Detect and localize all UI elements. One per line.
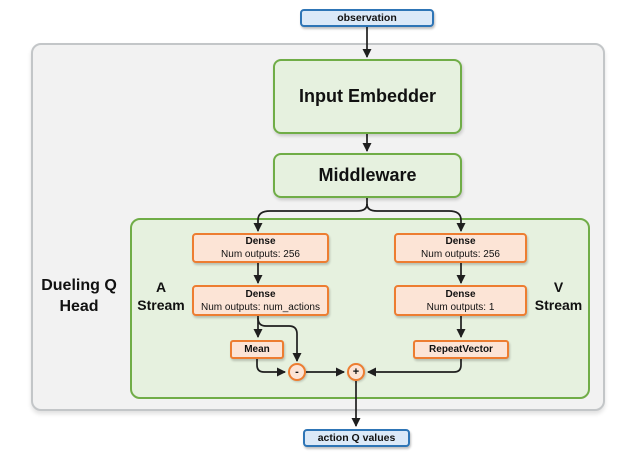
dense-v1-node: Dense Num outputs: 256	[394, 233, 527, 263]
middleware-node: Middleware	[273, 153, 462, 198]
middleware-label: Middleware	[318, 165, 417, 185]
action-q-values-node: action Q values	[303, 429, 410, 447]
dense-a2-node: Dense Num outputs: num_actions	[192, 285, 329, 316]
minus-op-label: -	[295, 365, 299, 378]
dueling-q-head-label-line1: Dueling Q	[41, 277, 117, 294]
input-embedder-label: Input Embedder	[298, 86, 436, 106]
a-stream-label-line1: A	[155, 279, 167, 295]
dense-a2-title: Dense	[245, 288, 276, 300]
mean-node: Mean	[230, 340, 284, 359]
minus-op-node: -	[288, 363, 306, 381]
a-stream-label-line2: Stream	[137, 297, 185, 314]
dense-v2-title: Dense	[445, 288, 476, 300]
v-stream-label: V Stream	[527, 278, 590, 314]
dueling-q-head-label-line2: Head	[59, 297, 99, 315]
dense-a1-subtitle: Num outputs: 256	[221, 249, 300, 260]
dueling-q-head-label: Dueling Q Head	[28, 276, 130, 318]
input-embedder-node: Input Embedder	[273, 59, 462, 134]
dense-a2-subtitle: Num outputs: num_actions	[201, 301, 320, 313]
plus-op-label: +	[352, 365, 360, 378]
observation-node: observation	[300, 9, 434, 27]
action-q-values-label: action Q values	[317, 432, 396, 444]
dense-v2-subtitle: Num outputs: 1	[426, 301, 495, 313]
mean-label: Mean	[244, 344, 270, 355]
observation-label: observation	[337, 12, 397, 24]
dense-v2-node: Dense Num outputs: 1	[394, 285, 527, 316]
repeat-vector-node: RepeatVector	[413, 340, 509, 359]
dense-a1-title: Dense	[245, 236, 276, 247]
a-stream-label: A Stream	[130, 278, 192, 314]
dense-v1-title: Dense	[445, 236, 476, 247]
plus-op-node: +	[347, 363, 365, 381]
v-stream-label-line1: V	[553, 279, 564, 295]
repeat-vector-label: RepeatVector	[429, 344, 493, 355]
dense-v1-subtitle: Num outputs: 256	[421, 249, 500, 260]
v-stream-label-line2: Stream	[534, 297, 583, 314]
dense-a1-node: Dense Num outputs: 256	[192, 233, 329, 263]
